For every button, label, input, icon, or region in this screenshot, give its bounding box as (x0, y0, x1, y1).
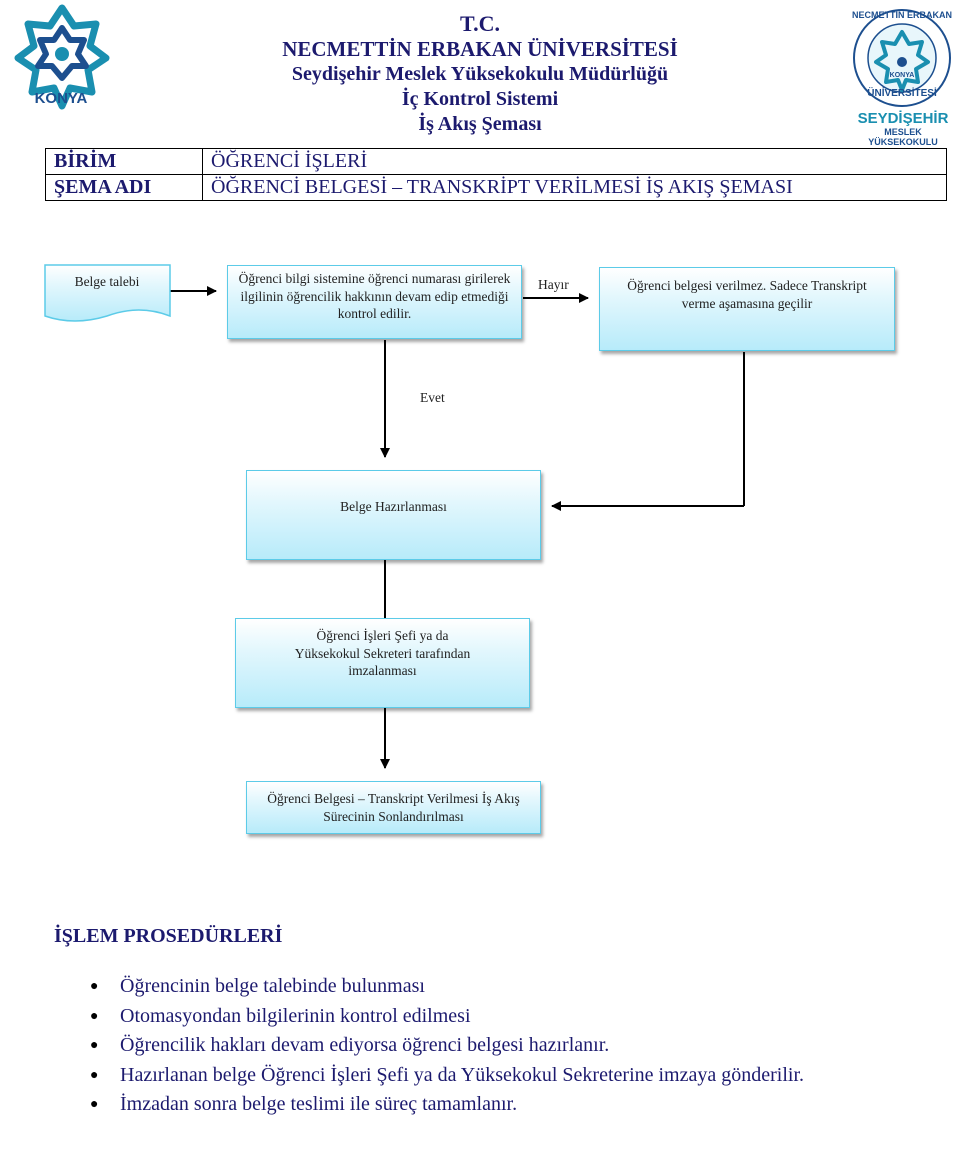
bullet-icon: ● (90, 1067, 99, 1083)
procedure-item: ●Öğrencilik hakları devam ediyorsa öğren… (90, 1031, 890, 1061)
header-system: İç Kontrol Sistemi (401, 88, 559, 110)
star-knot-icon (874, 30, 930, 92)
info-table: BİRİM ÖĞRENCİ İŞLERİ ŞEMA ADI ÖĞRENCİ BE… (45, 148, 947, 201)
start-label: Belge talebi (74, 274, 140, 289)
bullet-icon: ● (90, 1038, 99, 1053)
logo-right-ring-bottom: ÜNİVERSİTESİ (867, 88, 937, 99)
prepare-box: Belge Hazırlanması (246, 470, 541, 560)
university-logo-right (853, 9, 951, 107)
header-school: Seydişehir Meslek Yüksekokulu Müdürlüğü (291, 63, 669, 85)
bullet-icon: ● (90, 1008, 99, 1024)
check-box: Öğrenci bilgi sistemine öğrenci numarası… (227, 265, 522, 339)
header-scheme: İş Akış Şeması (418, 113, 542, 135)
logo-right-ring-top: NECMETTİN ERBAKAN (852, 10, 952, 20)
procedure-item: ●Otomasyondan bilgilerinin kontrol edilm… (90, 1002, 890, 1032)
sign-text: Öğrenci İşleri Şefi ya da Yüksekokul Sek… (294, 628, 471, 679)
university-logo-left (14, 4, 110, 110)
header-tc: T.C. (460, 11, 500, 36)
logo-right-subtitle-2: MESLEK YÜKSEKOKULU (868, 127, 938, 147)
procedures-title: İŞLEM PROSEDÜRLERİ (54, 925, 283, 947)
scheme-label: ŞEMA ADI (45, 174, 203, 201)
no-result-box: Öğrenci belgesi verilmez. Sadece Transkr… (599, 267, 895, 351)
procedures-list: ●Öğrencinin belge talebinde bulunması ●O… (90, 972, 890, 1120)
procedure-item: ●Hazırlanan belge Öğrenci İşleri Şefi ya… (90, 1061, 820, 1091)
header-university: NECMETTİN ERBAKAN ÜNİVERSİTESİ (282, 37, 678, 61)
scheme-row: ŞEMA ADI ÖĞRENCİ BELGESİ – TRANSKRİPT VE… (45, 174, 947, 201)
bullet-icon: ● (90, 979, 99, 994)
no-result-text: Öğrenci belgesi verilmez. Sadece Transkr… (627, 278, 867, 311)
unit-row: BİRİM ÖĞRENCİ İŞLERİ (45, 148, 947, 175)
scheme-value: ÖĞRENCİ BELGESİ – TRANSKRİPT VERİLMESİ İ… (202, 174, 947, 201)
check-text: Öğrenci bilgi sistemine öğrenci numarası… (238, 271, 511, 322)
no-label: Hayır (538, 277, 569, 292)
end-text: Öğrenci Belgesi – Transkript Verilmesi İ… (267, 791, 520, 824)
bullet-icon: ● (90, 1097, 99, 1112)
star-knot-icon (14, 4, 110, 110)
logo-right-subtitle-1: SEYDİŞEHİR (857, 110, 949, 127)
logo-left-text: KONYA (34, 90, 88, 107)
start-document-shape (44, 264, 171, 322)
procedure-item: ●Öğrencinin belge talebinde bulunması (90, 972, 890, 1002)
procedure-item: ●İmzadan sonra belge teslimi ile süreç t… (90, 1090, 890, 1120)
logo-right-center: KONYA (889, 72, 915, 79)
yes-label: Evet (420, 390, 445, 405)
end-box: Öğrenci Belgesi – Transkript Verilmesi İ… (246, 781, 541, 834)
sign-box: Öğrenci İşleri Şefi ya da Yüksekokul Sek… (235, 618, 530, 708)
prepare-text: Belge Hazırlanması (340, 499, 447, 514)
unit-value: ÖĞRENCİ İŞLERİ (202, 148, 947, 175)
